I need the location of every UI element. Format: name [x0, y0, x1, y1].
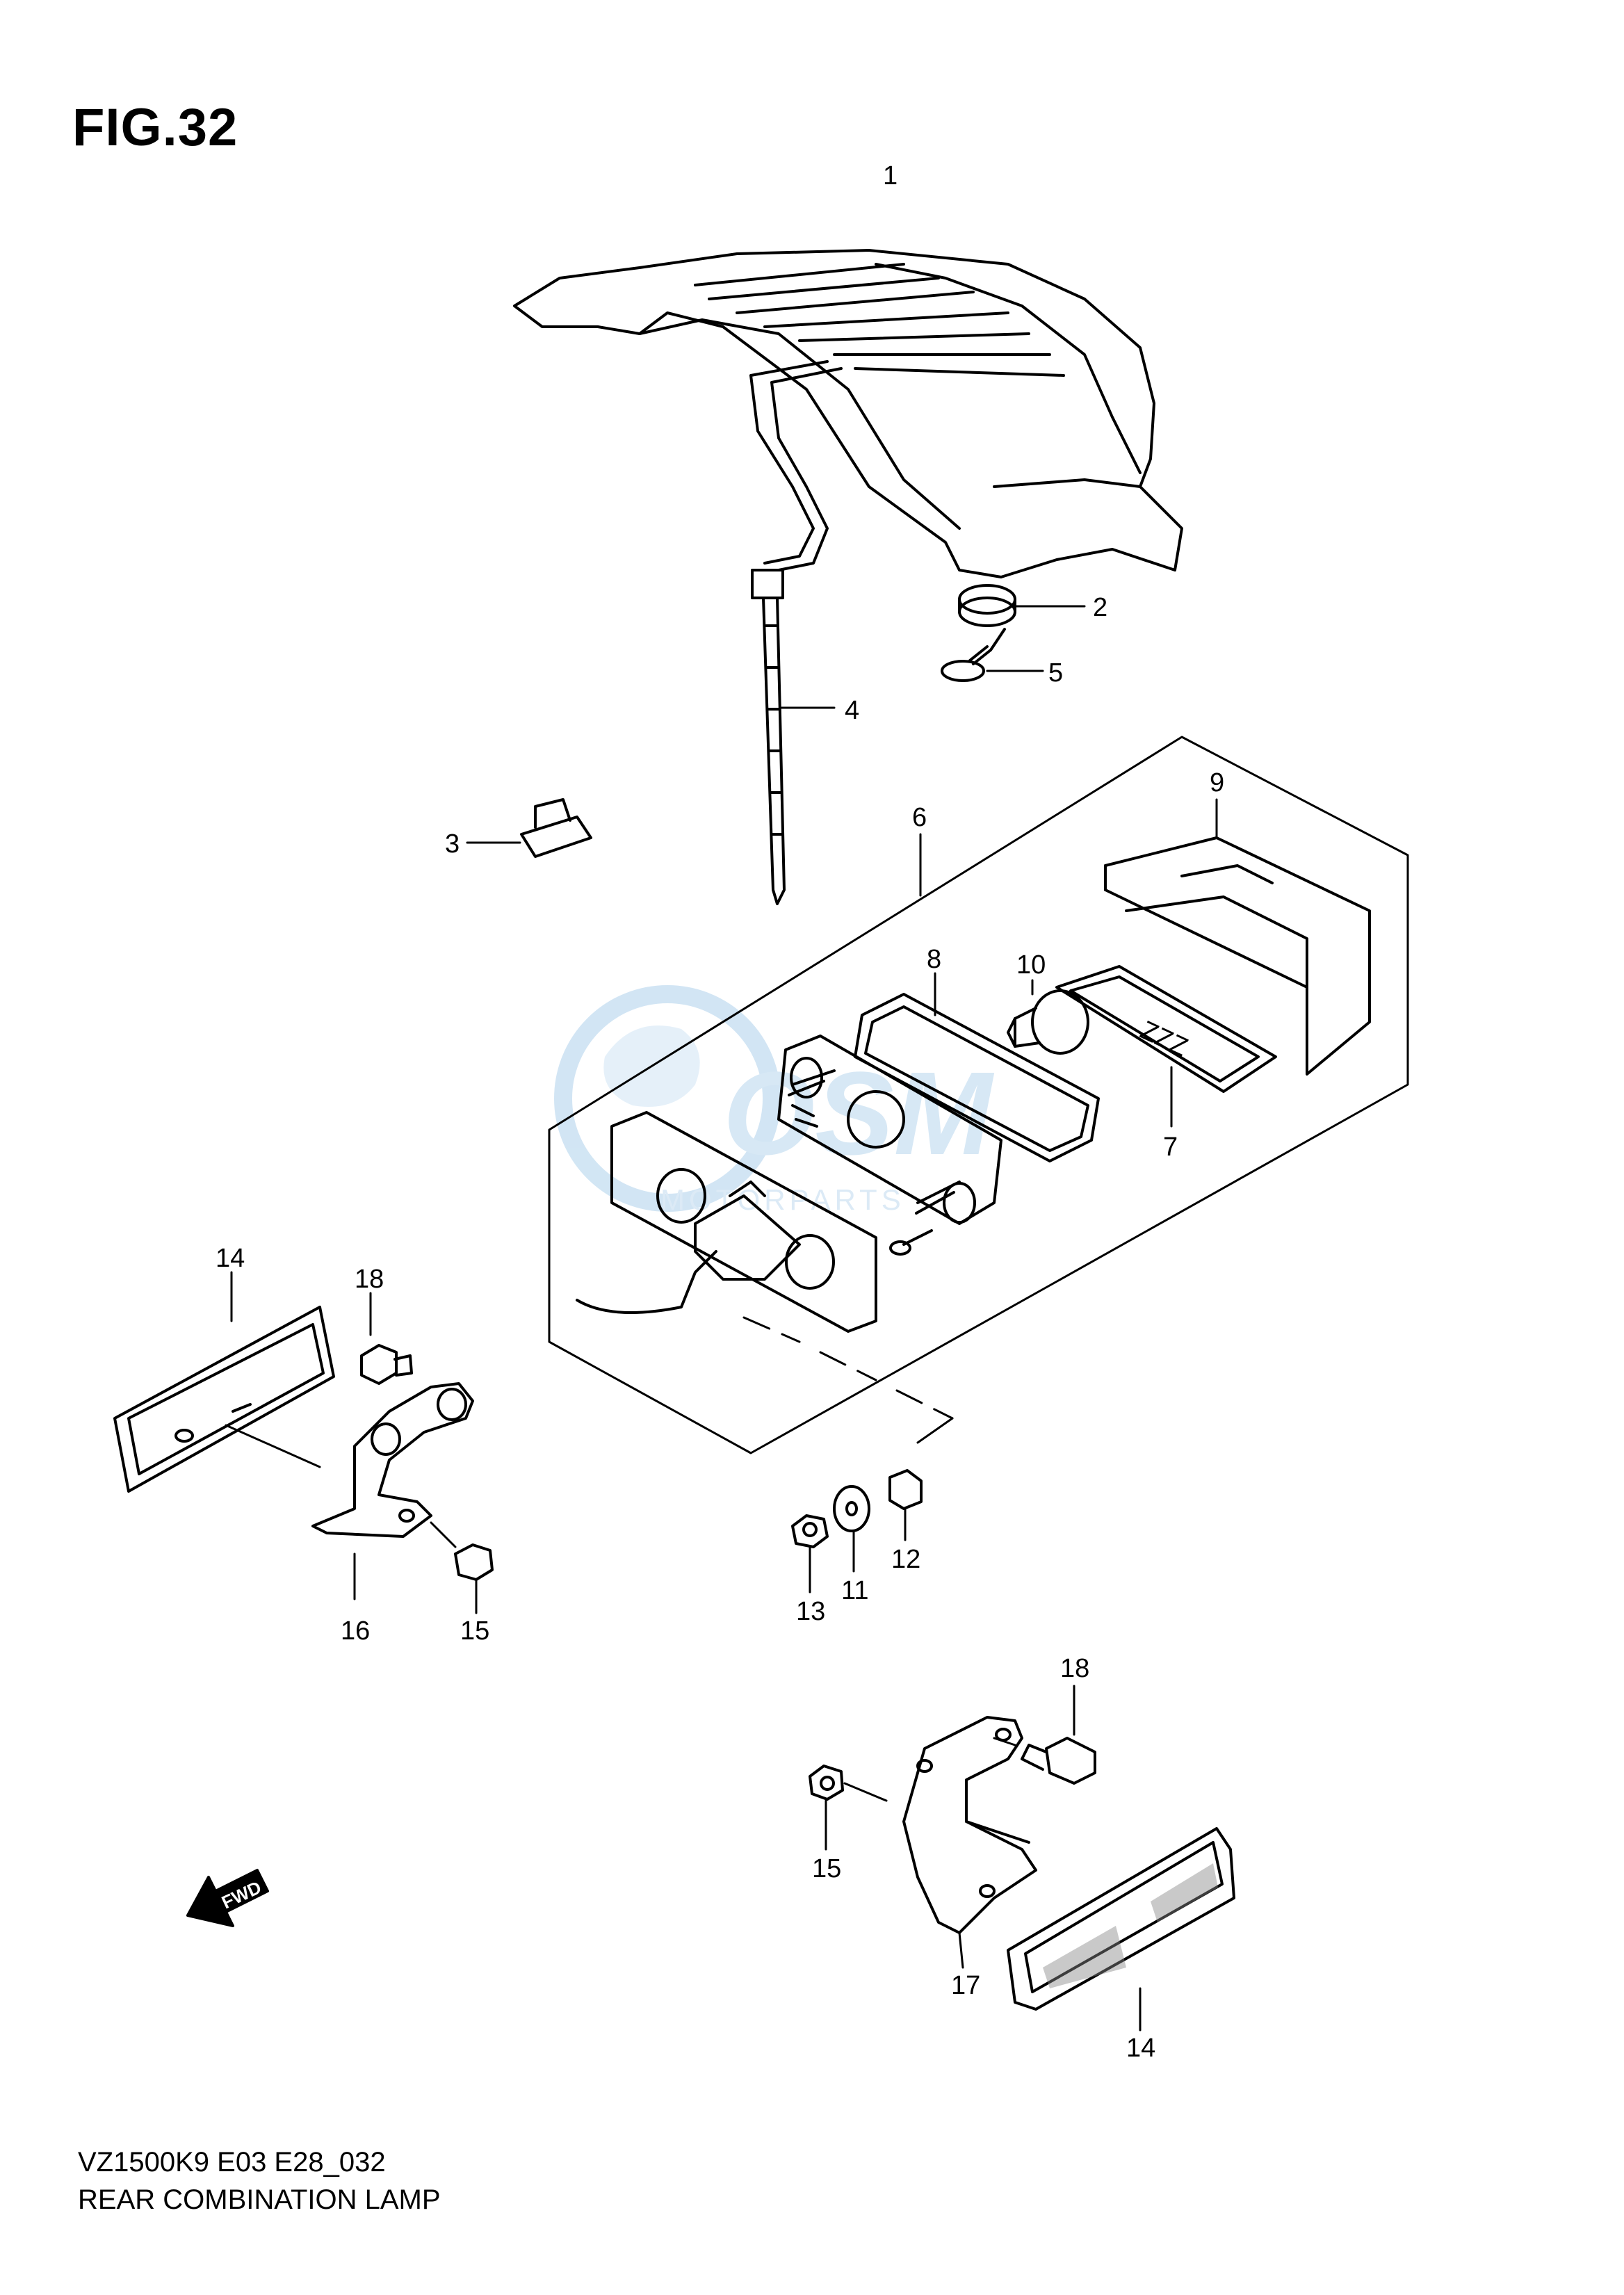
part-2-grommet: [958, 584, 1086, 627]
part-1-rear-fender: [513, 249, 1183, 578]
dashed-leader: [742, 1316, 954, 1420]
callout-15-right: 15: [812, 1854, 841, 1883]
callout-6: 6: [912, 803, 927, 832]
svg-text:OSM: OSM: [723, 1048, 995, 1180]
callout-10: 10: [1016, 950, 1046, 980]
callout-16: 16: [341, 1616, 370, 1646]
part-7-gasket: ZZZ: [1055, 965, 1277, 1128]
part-5-screw: [941, 628, 1044, 682]
part-18-left-bolt: [360, 1292, 413, 1385]
part-15-right-nut: [809, 1765, 888, 1851]
callout-1: 1: [883, 161, 898, 190]
part-16-left-bracket: [225, 1382, 474, 1600]
part-12-collar: [888, 1469, 923, 1541]
callout-15-left: 15: [460, 1616, 489, 1646]
callout-18-right: 18: [1060, 1654, 1089, 1683]
part-18-right-bolt: [993, 1685, 1096, 1785]
callout-8: 8: [927, 945, 941, 974]
callout-12: 12: [891, 1545, 920, 1574]
lamp-base-plate: [576, 1111, 877, 1333]
callout-18-left: 18: [355, 1265, 384, 1294]
callout-5: 5: [1048, 658, 1063, 688]
part-4-cable-tie: [751, 569, 836, 905]
callout-9: 9: [1210, 768, 1224, 797]
part-14-left-reflector: [113, 1271, 335, 1493]
part-10-bulb: [1007, 979, 1089, 1055]
callout-labels: 1 2 3 4 5 6 7 8 9 10 11 12 13 14 15 16 1…: [216, 161, 1224, 2063]
callout-3: 3: [445, 829, 460, 859]
callout-14-left: 14: [216, 1244, 245, 1273]
part-17-right-bracket: [902, 1716, 1037, 1969]
callout-7: 7: [1163, 1133, 1178, 1162]
fwd-arrow-icon: FWD: [186, 1869, 269, 1927]
part-9-lamp-lens: [1104, 798, 1371, 1076]
part-6-lamp-assembly-outline: [548, 736, 1409, 1454]
lamp-housing: [777, 1035, 1002, 1225]
part-11-washer: [833, 1485, 870, 1573]
part-3-clamp: [466, 798, 592, 858]
part-13-nut: [791, 1514, 829, 1593]
model-code: VZ1500K9 E03 E28_032: [78, 2147, 386, 2178]
callout-4: 4: [845, 696, 859, 725]
lamp-screws: [788, 1069, 961, 1256]
callout-17: 17: [951, 1971, 980, 2000]
callout-14-right: 14: [1126, 2034, 1155, 2063]
part-14-right-reflector: [1007, 1827, 1235, 2032]
callout-13: 13: [796, 1597, 825, 1626]
callout-11: 11: [841, 1576, 868, 1605]
callout-2: 2: [1093, 593, 1107, 622]
part-15-left-nut: [430, 1521, 494, 1614]
figure-title: FIG.32: [72, 98, 238, 157]
figure-caption: REAR COMBINATION LAMP: [78, 2184, 441, 2215]
